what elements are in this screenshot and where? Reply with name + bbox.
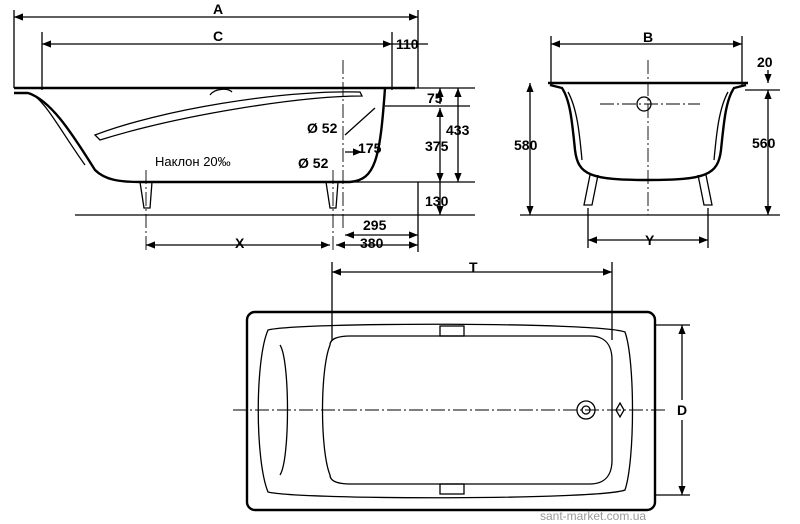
top-view	[233, 262, 691, 512]
dim-20-label: 20	[757, 54, 773, 70]
dim-295-label: 295	[363, 217, 387, 233]
dim-a-label: A	[213, 1, 223, 17]
dim-433-label: 433	[446, 122, 470, 138]
dim-d-label: D	[677, 402, 687, 418]
end-view	[520, 36, 780, 248]
overflow-diameter-label: Ø 52	[307, 120, 338, 136]
dim-175-label: 175	[358, 140, 382, 156]
watermark: sant-market.com.ua	[540, 509, 646, 523]
dim-y-label: Y	[645, 232, 655, 248]
dim-x-label: X	[235, 235, 245, 251]
dim-t-label: T	[469, 259, 478, 275]
dim-130-label: 130	[425, 193, 449, 209]
dim-75-label: 75	[427, 90, 443, 106]
dim-375-label: 375	[425, 138, 449, 154]
dim-110-label: 110	[396, 36, 419, 52]
dim-c-label: C	[213, 28, 223, 44]
side-view	[13, 10, 475, 252]
dim-580-label: 580	[514, 137, 538, 153]
dim-380-label: 380	[360, 235, 384, 251]
dim-b-label: B	[643, 29, 653, 45]
slope-label: Наклон 20‰	[155, 154, 231, 169]
drain-diameter-label: Ø 52	[298, 155, 329, 171]
dim-560-label: 560	[752, 135, 776, 151]
